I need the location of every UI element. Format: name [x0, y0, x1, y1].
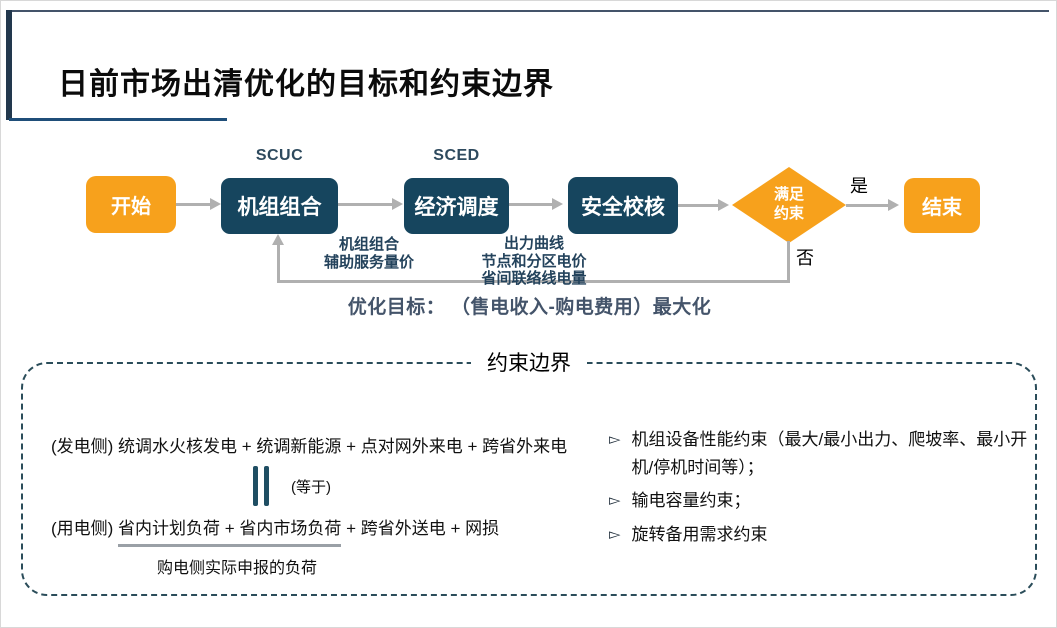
arrowhead-sc-to-decision: [718, 199, 729, 211]
arrow-bullet-icon: ▻: [609, 492, 621, 510]
constraint-item-text: 旋转备用需求约束: [631, 524, 768, 544]
feedback-line-horizontal: [277, 280, 790, 283]
no-label: 否: [796, 248, 814, 268]
arrowhead-start-to-uc: [210, 198, 221, 210]
load-side-underlined: 省内计划负荷 + 省内市场负荷: [118, 514, 342, 547]
feedback-line-down: [787, 241, 790, 283]
title-underline: [9, 118, 227, 121]
constraint-box-title: 约束边界: [471, 347, 587, 377]
constraint-item-text: 输电容量约束；: [631, 491, 751, 511]
arrow-start-to-uc: [176, 203, 212, 206]
page-title: 日前市场出清优化的目标和约束边界: [58, 68, 554, 101]
security-check-node: 安全校核: [568, 177, 678, 234]
load-side-equation: (用电侧) 省内计划负荷 + 省内市场负荷 + 跨省外送电 + 网损: [51, 514, 499, 547]
constraint-item-text: 机组设备性能约束（最大/最小出力、爬坡率、最小开机/停机时间等）；: [631, 430, 1028, 477]
optimization-objective: 优化目标： （售电收入-购电费用）最大化: [347, 297, 712, 318]
start-node: 开始: [86, 176, 176, 233]
decision-diamond: 满足 约束: [732, 167, 846, 243]
ed-output-label: 出力曲线 节点和分区电价 省间联络线电量: [481, 235, 587, 288]
yes-label: 是: [850, 176, 868, 196]
generation-side-equation: (发电侧) 统调水火核发电 + 统调新能源 + 点对网外来电 + 跨省外来电: [51, 437, 568, 456]
decision-label: 满足 约束: [773, 186, 804, 222]
declared-load-note: 购电侧实际申报的负荷: [156, 560, 317, 577]
equals-sign: [253, 466, 269, 506]
arrow-ed-to-sc: [509, 203, 553, 206]
end-node: 结束: [904, 178, 980, 233]
uc-output-label: 机组组合 辅助服务量价: [323, 236, 414, 271]
constraint-item-reserve: ▻ 旋转备用需求约束: [609, 521, 1037, 549]
equals-bar-right: [264, 466, 269, 506]
scuc-label: SCUC: [255, 147, 304, 164]
arrow-decision-to-end: [846, 204, 889, 207]
arrowhead-ed-to-sc: [552, 198, 563, 210]
constraint-item-transmission: ▻ 输电容量约束；: [609, 487, 1037, 515]
arrowhead-feedback-to-uc: [272, 234, 284, 245]
constraint-item-equipment: ▻ 机组设备性能约束（最大/最小出力、爬坡率、最小开机/停机时间等）；: [609, 426, 1037, 481]
unit-commitment-node: 机组组合: [221, 178, 338, 234]
load-side-rest: + 跨省外送电 + 网损: [341, 519, 500, 538]
arrow-sc-to-decision: [678, 204, 719, 207]
feedback-line-up: [277, 244, 280, 282]
equals-bar-left: [253, 466, 258, 506]
left-accent-bar: [6, 10, 12, 120]
top-rule: [9, 10, 1049, 12]
arrow-bullet-icon: ▻: [609, 431, 621, 448]
arrow-bullet-icon: ▻: [609, 525, 621, 543]
load-side-prefix: (用电侧): [51, 519, 119, 538]
constraint-boundary-box: 约束边界 (发电侧) 统调水火核发电 + 统调新能源 + 点对网外来电 + 跨省…: [21, 347, 1037, 596]
arrow-uc-to-ed: [338, 203, 393, 206]
economic-dispatch-node: 经济调度: [404, 178, 509, 234]
arrowhead-decision-to-end: [888, 199, 899, 211]
constraint-bullet-list: ▻ 机组设备性能约束（最大/最小出力、爬坡率、最小开机/停机时间等）； ▻ 输电…: [609, 426, 1037, 554]
equals-label: (等于): [291, 479, 331, 496]
arrowhead-uc-to-ed: [392, 198, 403, 210]
sced-label: SCED: [433, 147, 480, 164]
